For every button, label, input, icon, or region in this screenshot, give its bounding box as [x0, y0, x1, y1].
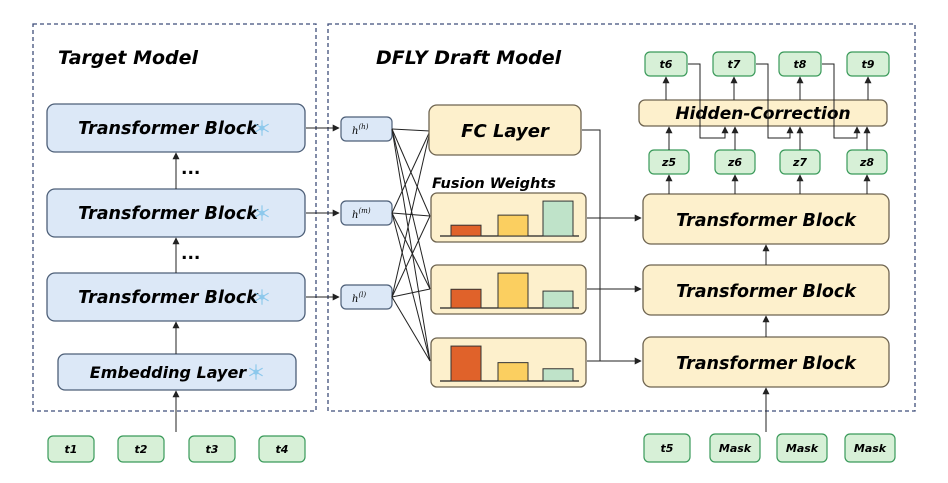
target-transformer-block-middle: Transformer Block: [46, 188, 306, 238]
output-token: t6: [644, 51, 688, 77]
mask-token: Mask: [776, 433, 828, 463]
hidden-state-h: h(h): [340, 116, 393, 142]
draft-input-label: t5: [661, 442, 674, 455]
z-token: z8: [846, 149, 888, 175]
target-transformer-block-bottom: Transformer Block: [46, 272, 306, 322]
draft-transformer-block-bottom: Transformer Block: [642, 336, 890, 388]
hidden-state-label: h(h): [352, 123, 369, 137]
z-token-label: z8: [859, 156, 874, 169]
ellipsis: ...: [181, 159, 200, 179]
hidden-state-l: h(l): [340, 284, 393, 310]
draft-block-label: Transformer Block: [676, 282, 857, 302]
z-token-label: z7: [792, 156, 807, 169]
fusion-bar-yellow: [497, 272, 529, 309]
input-token-label: t3: [206, 443, 219, 456]
fusion-bar-green: [542, 200, 574, 237]
hidden-state-label: h(l): [352, 291, 366, 305]
embedding-layer-label: Embedding Layer: [90, 363, 247, 382]
correction-feedback: [688, 63, 861, 139]
target-block-label: Transformer Block: [78, 204, 259, 224]
hidden-correction: Hidden-Correction: [638, 99, 888, 127]
output-token: t9: [846, 51, 890, 77]
draft-input-label: Mask: [719, 442, 752, 455]
target-block-label: Transformer Block: [78, 119, 259, 139]
z-token: z5: [648, 149, 690, 175]
draft-input-token: t5: [643, 433, 691, 463]
output-token-label: t6: [660, 58, 673, 71]
input-token: t4: [258, 435, 306, 463]
z-token-label: z5: [661, 156, 676, 169]
input-token: t3: [188, 435, 236, 463]
draft-input-label: Mask: [786, 442, 819, 455]
output-token-label: t8: [794, 58, 807, 71]
hidden-state-label: h(m): [352, 207, 371, 221]
input-token-label: t2: [135, 443, 148, 456]
output-token-label: t9: [862, 58, 875, 71]
target-model-title: Target Model: [58, 47, 199, 69]
target-block-label: Transformer Block: [78, 288, 259, 308]
draft-transformer-block-middle: Transformer Block: [642, 264, 890, 316]
draft-transformer-block-top: Transformer Block: [642, 193, 890, 245]
fan-connections: [391, 128, 431, 362]
input-token: t2: [117, 435, 165, 463]
fusion-bar-orange: [450, 224, 482, 237]
input-token: t1: [47, 435, 95, 463]
fc-layer: FC Layer: [428, 104, 582, 156]
draft-block-label: Transformer Block: [676, 211, 857, 231]
z-token: z7: [779, 149, 821, 175]
ellipsis: ...: [181, 244, 200, 264]
fusion-bar-yellow: [497, 362, 529, 382]
fusion-weights-label: Fusion Weights: [432, 176, 556, 192]
output-token-label: t7: [728, 58, 741, 71]
fusion-bar-yellow: [497, 214, 529, 237]
output-token: t7: [712, 51, 756, 77]
input-token-label: t4: [276, 443, 289, 456]
draft-block-label: Transformer Block: [676, 354, 857, 374]
fc-layer-label: FC Layer: [461, 121, 550, 142]
z-token-label: z6: [727, 156, 742, 169]
mask-token: Mask: [709, 433, 761, 463]
draft-model-panel: [327, 23, 916, 412]
input-token-label: t1: [65, 443, 78, 456]
output-token: t8: [778, 51, 822, 77]
hidden-state-m: h(m): [340, 200, 393, 226]
target-model-panel: [32, 23, 317, 412]
target-transformer-block-top: Transformer Block: [46, 103, 306, 153]
fusion-bar-green: [542, 368, 574, 382]
mask-token: Mask: [844, 433, 896, 463]
draft-input-label: Mask: [854, 442, 887, 455]
hidden-correction-label: Hidden-Correction: [675, 104, 850, 124]
embedding-layer: Embedding Layer: [57, 353, 297, 391]
fusion-bar-green: [542, 290, 574, 309]
fusion-bar-orange: [450, 345, 482, 382]
z-token: z6: [714, 149, 756, 175]
fc-output-line: [582, 129, 601, 361]
fusion-bar-orange: [450, 288, 482, 309]
draft-model-title: DFLY Draft Model: [376, 47, 562, 69]
